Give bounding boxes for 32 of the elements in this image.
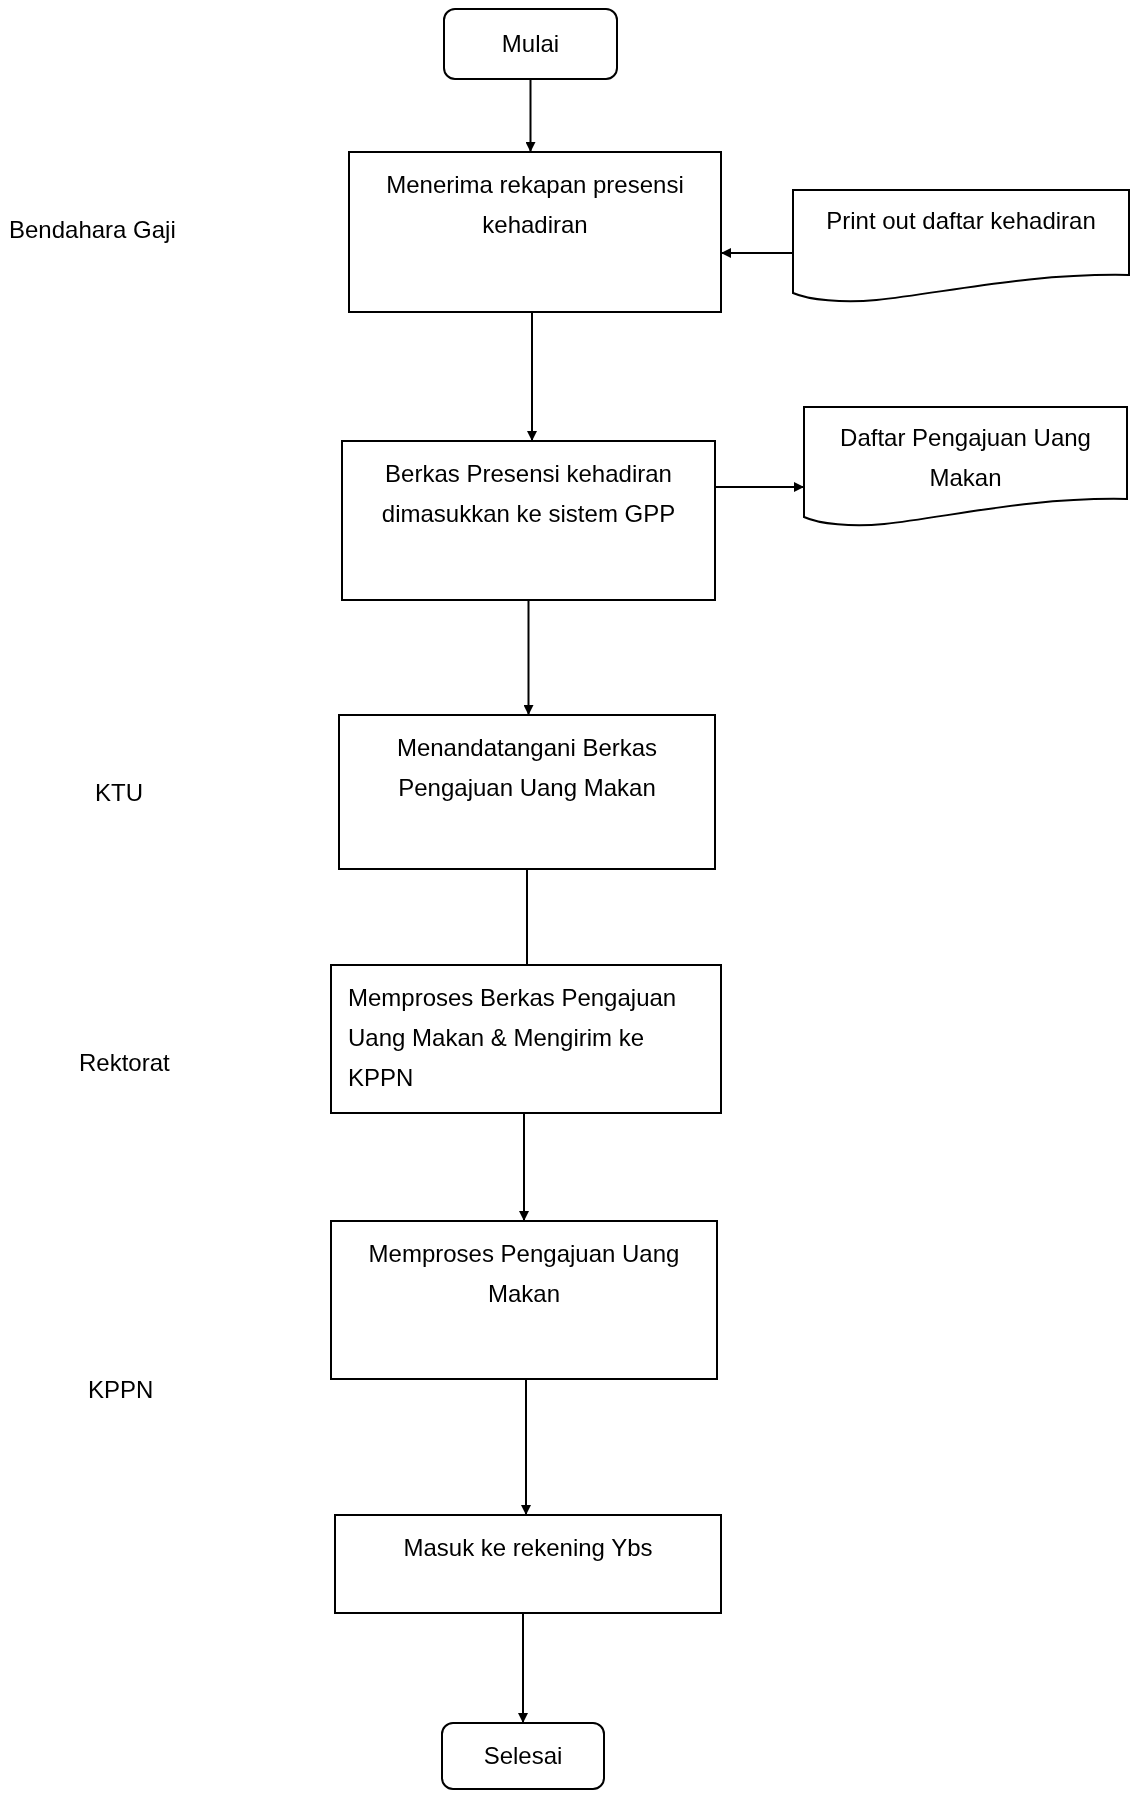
node-text: Masuk ke rekening Ybs [402,1533,654,1563]
document-shape [803,406,1128,527]
node-text: Memproses Pengajuan Uang Makan [367,1239,681,1309]
node-text: Menandatangani Berkas Pengajuan Uang Makan [395,733,659,803]
document-shape [792,189,1130,303]
node-text: Print out daftar kehadiran [825,206,1097,236]
arrow [519,1113,529,1221]
process-box [341,440,716,601]
arrow [715,482,804,492]
node-text: Memproses Berkas Pengajuan Uang Makan & Mengirim ke KPPN [348,983,678,1093]
arrow [523,600,534,715]
node-text: Berkas Presensi kehadiran dimasukkan ke sistem GPP [380,459,677,529]
node-text: Daftar Pengajuan Uang Makan [839,423,1092,493]
node-text: Menerima rekapan presensi kehadiran [385,170,685,240]
arrow [527,312,537,441]
terminal-box [441,1722,605,1790]
lane-label: Rektorat [79,1048,170,1078]
process-box [338,714,716,870]
node-text: Selesai [483,1741,563,1771]
node-text: Mulai [501,29,560,59]
lane-label: KTU [95,778,143,808]
arrow [518,1613,528,1723]
arrow [521,1379,531,1515]
arrow [721,248,793,258]
process-box [334,1514,722,1614]
terminal-box [443,8,618,80]
process-box [330,1220,718,1380]
process-box [348,151,722,313]
process-box [330,964,722,1114]
lane-label: Bendahara Gaji [9,215,176,245]
arrow [525,79,536,152]
lane-label: KPPN [88,1375,154,1405]
